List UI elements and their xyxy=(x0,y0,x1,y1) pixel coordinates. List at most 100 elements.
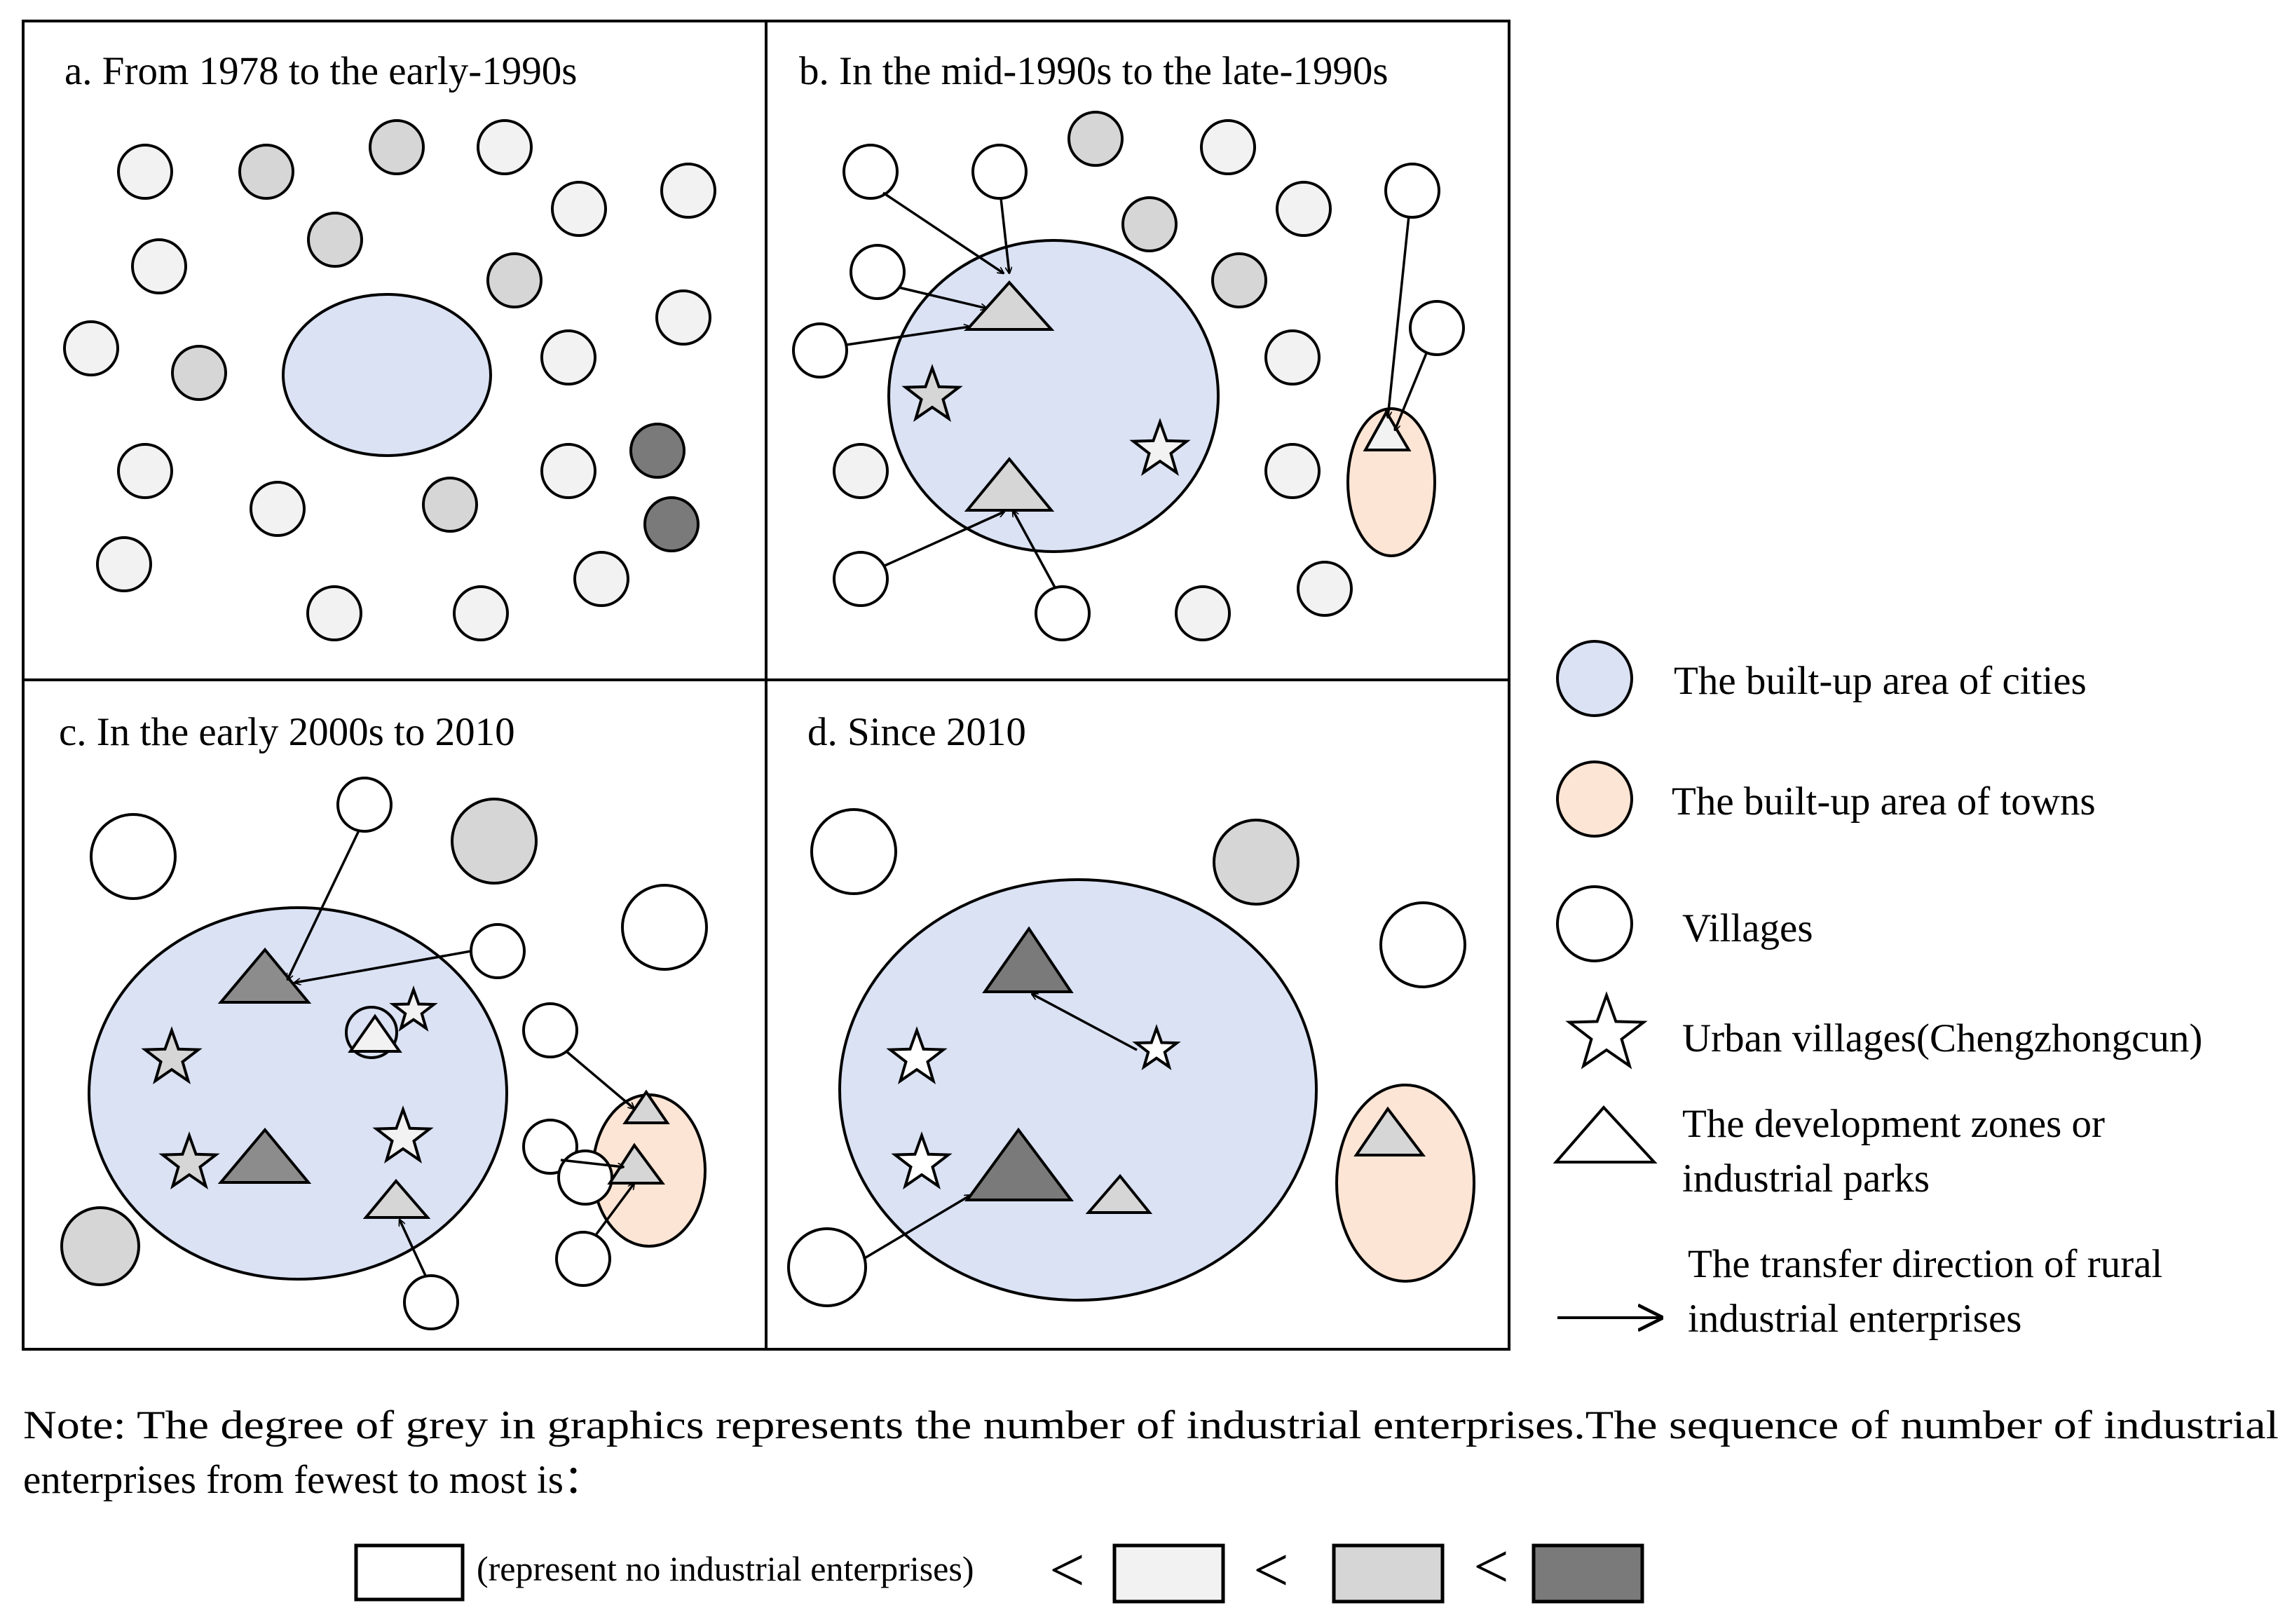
village-light xyxy=(1200,119,1256,175)
village-none xyxy=(850,244,906,300)
transfer-arrow xyxy=(882,191,1004,273)
village-medium xyxy=(1211,252,1267,308)
panel-a-title: a. From 1978 to the early-1990s xyxy=(64,49,577,93)
transfer-arrow xyxy=(294,950,472,983)
scale-swatch-dark xyxy=(1532,1543,1644,1604)
urban-village xyxy=(1129,418,1191,477)
village-light xyxy=(477,119,533,175)
development-zone xyxy=(217,1127,312,1184)
urban-village-group xyxy=(886,1024,1181,1190)
village-none xyxy=(1384,163,1440,219)
village-group xyxy=(63,119,716,641)
village-medium xyxy=(422,477,478,533)
city-built-up-area xyxy=(88,906,508,1281)
transfer-arrow xyxy=(565,1050,634,1109)
development-zone xyxy=(964,1127,1074,1201)
urban-village-group xyxy=(141,985,438,1190)
village-light xyxy=(131,238,187,294)
village-medium xyxy=(307,212,363,268)
village-medium xyxy=(369,119,425,175)
legend-town-swatch xyxy=(1556,760,1633,838)
village-medium xyxy=(1121,196,1178,252)
transfer-arrow xyxy=(560,1159,624,1167)
panel-frame xyxy=(22,20,1510,1351)
legend-arrow-label-line1: The transfer direction of rural xyxy=(1688,1242,2162,1286)
panel-a: a. From 1978 to the early-1990s xyxy=(63,49,716,641)
legend-city-label: The built-up area of cities xyxy=(1674,659,2087,703)
village-none xyxy=(971,144,1028,200)
village-light xyxy=(660,163,716,219)
transfer-arrow-group xyxy=(845,191,1428,588)
village-none xyxy=(810,808,897,895)
scale-none-label: (represent no industrial enterprises) xyxy=(477,1549,974,1588)
village-none xyxy=(1409,300,1465,356)
village-none xyxy=(1379,901,1466,988)
note-line-2: enterprises from fewest to most is： xyxy=(23,1458,603,1502)
village-medium xyxy=(451,798,538,885)
village-light xyxy=(551,181,607,237)
village-none xyxy=(522,1002,578,1058)
village-none xyxy=(90,813,177,900)
legend-village-label: Villages xyxy=(1682,906,1813,950)
village-light xyxy=(63,320,119,376)
legend-zone-label-line1: The development zones or xyxy=(1682,1102,2105,1146)
urban-village xyxy=(1132,1024,1181,1070)
village-light xyxy=(1276,181,1332,237)
urban-village xyxy=(886,1026,948,1085)
village-light xyxy=(540,443,596,499)
village-light xyxy=(453,585,509,641)
transfer-arrow xyxy=(594,1183,634,1236)
legend: The built-up area of cities The built-up… xyxy=(1553,640,2202,1341)
village-medium xyxy=(486,252,543,308)
village-dark xyxy=(629,423,685,479)
village-none xyxy=(792,322,848,378)
legend-urban-village-label: Urban villages(Chengzhongcun) xyxy=(1682,1016,2202,1060)
transfer-arrow-group xyxy=(863,992,1138,1260)
urban-village xyxy=(141,1026,203,1085)
less-than-symbol: < xyxy=(1253,1536,1289,1605)
transfer-arrow xyxy=(1395,353,1428,430)
transfer-arrow xyxy=(1011,510,1056,588)
village-medium xyxy=(1213,819,1300,906)
urban-village xyxy=(901,364,963,423)
development-zone xyxy=(362,1178,431,1219)
city-built-up-area xyxy=(838,878,1318,1302)
village-light xyxy=(1297,561,1353,617)
village-none xyxy=(843,144,899,200)
village-none xyxy=(1035,585,1091,641)
transfer-arrow-group xyxy=(286,830,634,1278)
village-none xyxy=(336,777,393,833)
village-none xyxy=(403,1274,459,1330)
village-none xyxy=(833,551,889,607)
legend-urban-village-swatch xyxy=(1565,991,1648,1070)
scale-swatch-none xyxy=(354,1543,465,1602)
transfer-arrow xyxy=(398,1220,428,1278)
development-zone xyxy=(1085,1173,1153,1214)
development-zone xyxy=(1353,1106,1426,1156)
village-light xyxy=(573,551,629,607)
village-light xyxy=(306,585,362,641)
village-none xyxy=(345,1006,398,1059)
legend-development-zone-swatch xyxy=(1553,1105,1658,1164)
urban-village xyxy=(372,1105,434,1164)
less-than-symbol: < xyxy=(1049,1536,1085,1605)
village-light xyxy=(1175,585,1231,641)
village-group xyxy=(787,808,1466,1307)
village-none xyxy=(555,1231,611,1287)
legend-city-swatch xyxy=(1556,640,1633,717)
transfer-arrow xyxy=(863,1194,971,1260)
transfer-arrow xyxy=(1000,198,1009,273)
legend-zone-label-line2: industrial parks xyxy=(1682,1156,1930,1201)
city-built-up-area xyxy=(887,239,1220,553)
scale-swatch-medium xyxy=(1332,1543,1445,1604)
transfer-arrow xyxy=(845,327,970,346)
panel-b: b. In the mid-1990s to the late-1990s xyxy=(792,49,1465,641)
village-none xyxy=(787,1227,867,1307)
grey-scale: (represent no industrial enterprises) < … xyxy=(354,1532,1644,1605)
urban-village xyxy=(158,1131,220,1190)
transfer-arrow xyxy=(1388,215,1410,418)
village-light xyxy=(117,144,173,200)
village-none xyxy=(621,884,708,971)
note-line-1: Note: The degree of grey in graphics rep… xyxy=(23,1403,2279,1447)
